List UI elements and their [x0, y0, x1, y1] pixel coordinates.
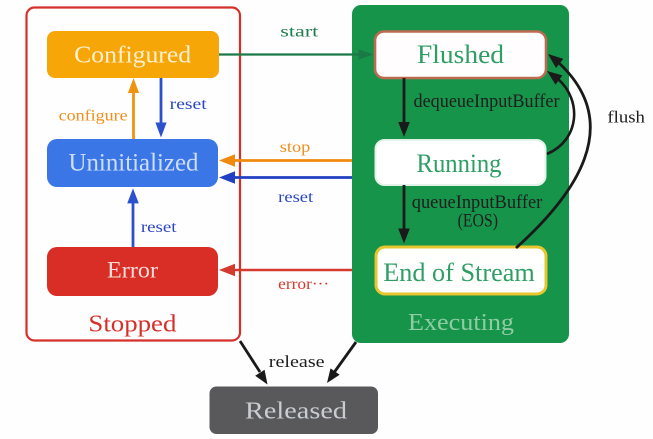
svg-text:End of Stream: End of Stream — [383, 257, 535, 287]
svg-text:flush: flush — [607, 108, 645, 127]
svg-text:start: start — [280, 23, 319, 40]
svg-text:Error: Error — [107, 258, 158, 283]
svg-text:configure: configure — [59, 108, 128, 125]
svg-text:dequeueInputBuffer: dequeueInputBuffer — [414, 91, 561, 112]
svg-text:error···: error··· — [278, 276, 329, 293]
svg-text:queueInputBuffer: queueInputBuffer — [412, 192, 543, 213]
svg-text:reset: reset — [278, 189, 314, 206]
svg-text:Configured: Configured — [74, 43, 191, 69]
svg-text:Released: Released — [245, 399, 347, 425]
svg-text:stop: stop — [280, 139, 311, 156]
svg-text:release: release — [269, 352, 325, 371]
svg-text:Stopped: Stopped — [88, 311, 176, 337]
svg-text:reset: reset — [141, 219, 177, 236]
svg-text:(EOS): (EOS) — [458, 210, 498, 231]
svg-text:reset: reset — [170, 96, 208, 113]
svg-text:Flushed: Flushed — [417, 39, 504, 69]
svg-text:Uninitialized: Uninitialized — [69, 150, 199, 177]
svg-text:Executing: Executing — [408, 309, 514, 336]
svg-text:Running: Running — [417, 149, 502, 178]
